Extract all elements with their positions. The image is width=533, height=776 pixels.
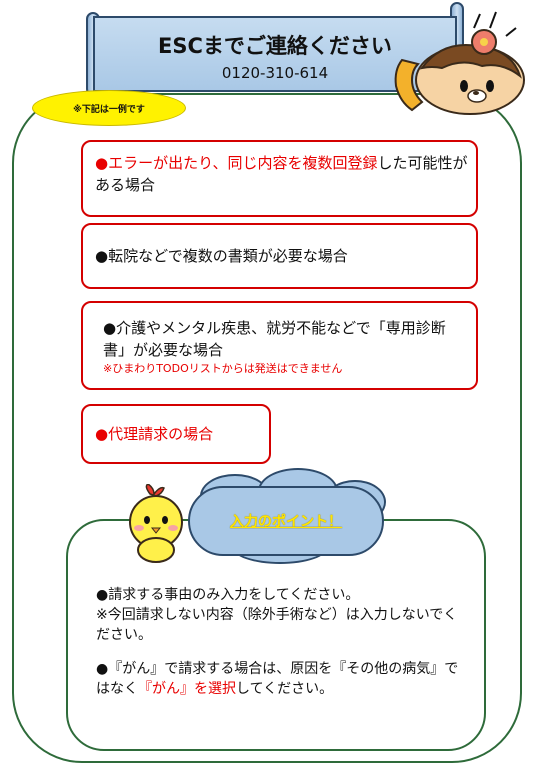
case-text: 介護やメンタル疾患、就労不能などで「専用診断書」が必要な場合 (103, 319, 446, 359)
input-points-label: 入力のポイント！ (230, 514, 342, 530)
point-line-3-red: 『がん』を選択 (138, 681, 236, 697)
case-multiple-documents: ●転院などで複数の書類が必要な場合 (81, 223, 478, 289)
bullet-icon: ● (95, 247, 109, 265)
case-special-certificate: ●介護やメンタル疾患、就労不能などで「専用診断書」が必要な場合 ※ひまわりTOD… (81, 301, 478, 390)
example-note-text: ※下記は一例です (73, 104, 145, 115)
bullet-icon: ● (95, 154, 109, 172)
input-points-box: ●請求する事由のみ入力をしてください。 ※今回請求しない内容（除外手術など）は入… (66, 519, 486, 751)
point-line-3-b: してください。 (236, 681, 334, 697)
banner-title: ESCまでご連絡ください (158, 34, 392, 58)
case-text: 転院などで複数の書類が必要な場合 (108, 247, 348, 265)
point-line-3-a: ●『がん』で請求する場合は、原因を『その他の病気』ではなく (96, 661, 459, 697)
case-note: ※ひまわりTODOリストからは発送はできません (103, 362, 343, 375)
case-text: エラーが出たり、同じ内容を複数回登録 (108, 154, 378, 172)
bullet-icon: ● (103, 319, 117, 337)
point-line-3: ●『がん』で請求する場合は、原因を『その他の病気』ではなく『がん』を選択してくだ… (96, 659, 470, 699)
phone-receiver-icon (394, 58, 424, 112)
case-proxy-claim: ●代理請求の場合 (81, 404, 271, 464)
bear-with-phone-illustration (394, 11, 525, 115)
chick-illustration (129, 484, 183, 563)
case-duplicate-registration: ●エラーが出たり、同じ内容を複数回登録した可能性がある場合 (81, 140, 478, 217)
point-line-2: ※今回請求しない内容（除外手術など）は入力しないでください。 (96, 607, 458, 643)
surprise-lines-icon (473, 11, 517, 37)
case-text: 代理請求の場合 (108, 425, 214, 443)
phone-number[interactable]: 0120-310-614 (221, 64, 329, 82)
main-frame (12, 93, 522, 763)
example-note-bubble: ※下記は一例です (32, 90, 186, 126)
bullet-icon: ● (95, 425, 109, 443)
input-points-cloud: 入力のポイント！ (188, 486, 384, 556)
point-line-1: ●請求する事由のみ入力をしてください。 (96, 587, 360, 603)
case-text-tail: した可能性がある場合 (95, 154, 468, 194)
